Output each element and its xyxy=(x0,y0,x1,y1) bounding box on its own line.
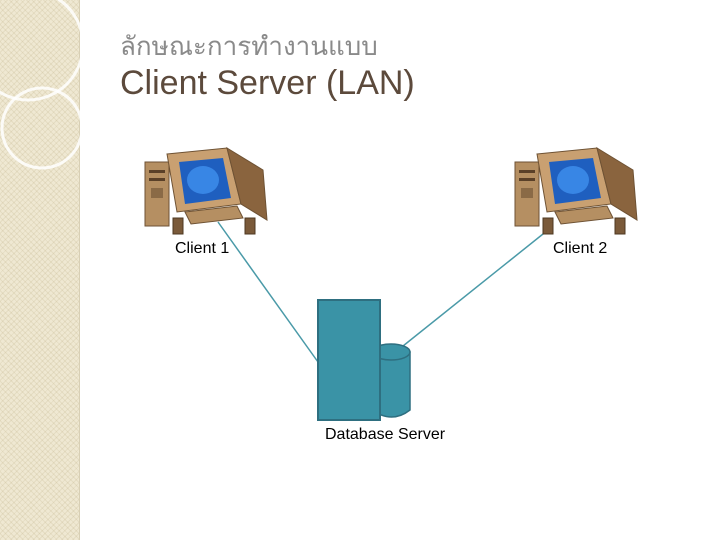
client-1-label: Client 1 xyxy=(175,240,230,257)
client-2-computer-icon xyxy=(514,146,638,235)
slide-subtitle: ลักษณะการทำงานแบบ xyxy=(120,32,378,62)
client-1-computer-icon xyxy=(144,146,268,235)
decorative-sidebar xyxy=(0,0,79,540)
slide-title: Client Server (LAN) xyxy=(120,64,415,102)
client-2-label: Client 2 xyxy=(553,240,608,257)
database-server-icon xyxy=(317,299,411,421)
database-server-label: Database Server xyxy=(325,426,446,443)
connector-client2-server xyxy=(397,229,549,351)
sidebar-divider xyxy=(79,0,80,540)
connector-client1-server xyxy=(217,221,319,363)
